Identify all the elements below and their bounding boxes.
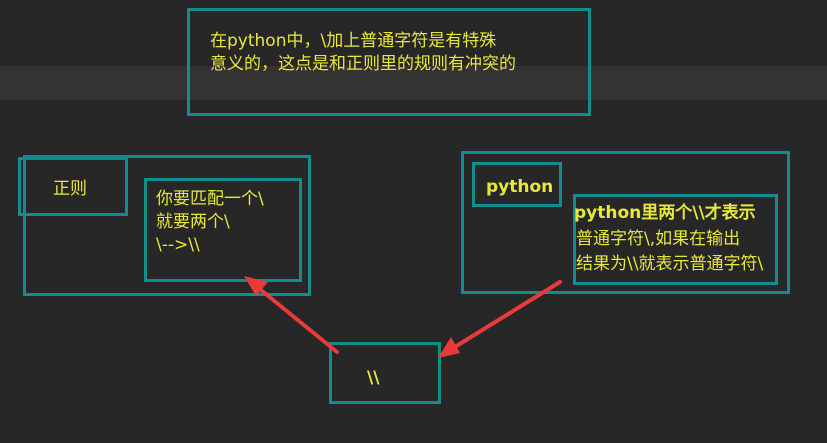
regex-group-box — [23, 155, 311, 296]
regex-desc-box — [144, 178, 302, 282]
note-line-2: 意义的，这点是和正则里的规则有冲突的 — [210, 54, 516, 74]
regex-desc-line-2: 就要两个\ — [156, 212, 230, 232]
regex-label-box — [18, 157, 128, 216]
arrow-to-regex — [254, 284, 339, 354]
regex-label: 正则 — [53, 179, 87, 199]
regex-desc-line-3: \-->\\ — [156, 235, 200, 255]
bottom-box — [329, 342, 441, 404]
bottom-label: \\ — [367, 368, 380, 388]
arrow-to-python — [448, 280, 562, 352]
arrow-to-regex-head — [244, 276, 268, 296]
arrow-to-python-head — [438, 337, 460, 358]
python-group-box — [461, 151, 790, 294]
python-desc-line-2: 普通字符\,如果在输出 — [576, 229, 741, 249]
python-desc-box — [573, 194, 778, 285]
python-desc-line-3: 结果为\\就表示普通字符\ — [576, 254, 764, 274]
python-label: python — [486, 177, 554, 197]
note-line-1: 在python中，\加上普通字符是有特殊 — [210, 31, 497, 51]
regex-desc-line-1: 你要匹配一个\ — [156, 189, 264, 209]
note-box — [187, 8, 591, 116]
python-label-box — [472, 162, 562, 207]
background-band — [0, 66, 827, 100]
python-desc-line-1: python里两个\\才表示 — [574, 203, 756, 223]
